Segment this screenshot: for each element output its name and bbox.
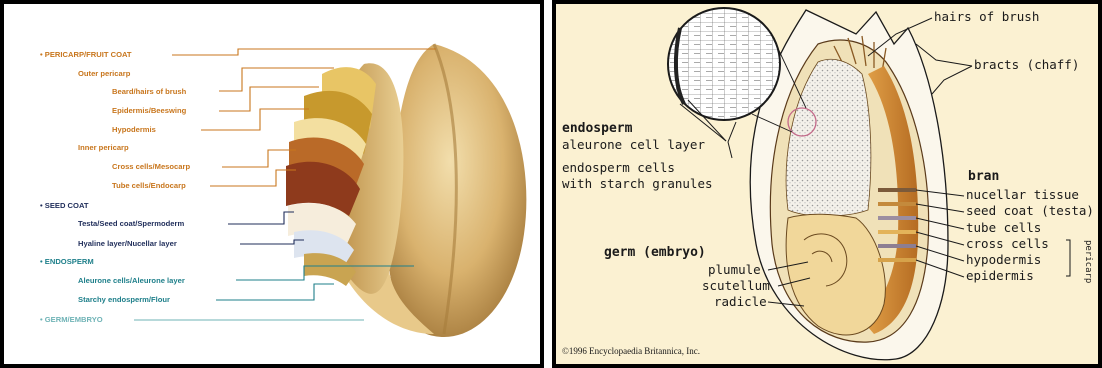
- label-hairs-of-brush: hairs of brush: [934, 9, 1039, 24]
- label-inner-pericarp: Inner pericarp: [78, 143, 129, 152]
- label-endosperm-heading: endosperm: [562, 121, 633, 136]
- label-pericarp: pericarp: [1083, 240, 1093, 283]
- label-epidermis: Epidermis/Beeswing: [112, 106, 187, 115]
- right-kernel-section-diagram: hairs of brush bracts (chaff) endosperm …: [556, 4, 1098, 364]
- label-testa: Testa/Seed coat/Spermoderm: [78, 219, 184, 228]
- left-wheat-kernel-panel: • PERICARP/FRUIT COAT Outer pericarp Bea…: [0, 0, 544, 368]
- label-plumule: plumule: [708, 262, 761, 277]
- label-seed-coat: • SEED COAT: [40, 201, 89, 210]
- label-scutellum: scutellum: [702, 278, 770, 293]
- label-seed-coat: seed coat (testa): [966, 203, 1094, 218]
- label-starchy: Starchy endosperm/Flour: [78, 295, 170, 304]
- label-hypodermis: Hypodermis: [112, 125, 156, 134]
- label-pericarp: • PERICARP/FRUIT COAT: [40, 50, 132, 59]
- label-cross-cells: cross cells: [966, 236, 1049, 251]
- label-endosperm-cells: endosperm cells: [562, 160, 675, 175]
- copyright-notice: ©1996 Encyclopaedia Britannica, Inc.: [562, 346, 700, 356]
- label-outer-pericarp: Outer pericarp: [78, 69, 131, 78]
- label-hyaline: Hyaline layer/Nucellar layer: [78, 239, 177, 248]
- label-cross-cells: Cross cells/Mesocarp: [112, 162, 190, 171]
- label-aleurone: Aleurone cells/Aleurone layer: [78, 276, 185, 285]
- label-starch-granules: with starch granules: [562, 176, 713, 191]
- label-beard: Beard/hairs of brush: [112, 87, 187, 96]
- label-tube-cells: tube cells: [966, 220, 1041, 235]
- left-kernel-diagram: • PERICARP/FRUIT COAT Outer pericarp Bea…: [4, 4, 540, 364]
- label-hypodermis: hypodermis: [966, 252, 1041, 267]
- label-tube-cells: Tube cells/Endocarp: [112, 181, 186, 190]
- label-germ: • GERM/EMBRYO: [40, 315, 103, 324]
- right-wheat-kernel-panel: hairs of brush bracts (chaff) endosperm …: [552, 0, 1102, 368]
- label-bran-heading: bran: [968, 169, 999, 184]
- label-aleurone-layer: aleurone cell layer: [562, 137, 705, 152]
- label-germ-heading: germ (embryo): [604, 245, 706, 260]
- label-endosperm: • ENDOSPERM: [40, 257, 94, 266]
- label-epidermis: epidermis: [966, 268, 1034, 283]
- label-nucellar-tissue: nucellar tissue: [966, 187, 1079, 202]
- label-bracts: bracts (chaff): [974, 57, 1079, 72]
- label-radicle: radicle: [714, 294, 767, 309]
